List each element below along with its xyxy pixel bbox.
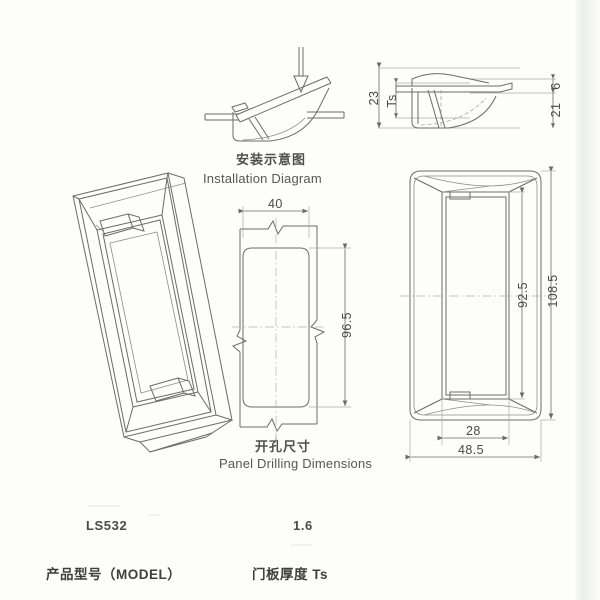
- installation-diagram-view: [204, 47, 345, 142]
- dimension-40: 40: [268, 197, 283, 211]
- panel-drilling-caption-en: Panel Drilling Dimensions: [219, 456, 373, 471]
- dimension-92-5: 92.5: [516, 282, 530, 308]
- dimension-23: 23: [367, 90, 381, 106]
- side-section-view: [376, 62, 556, 129]
- model-key-label: 产品型号（MODEL）: [46, 567, 182, 582]
- insertion-arrow-icon: [293, 47, 309, 94]
- panel-drilling-view: [232, 206, 351, 441]
- installation-caption-cn: 安装示意图: [236, 152, 307, 167]
- installation-caption-en: Installation Diagram: [203, 171, 322, 186]
- isometric-3d-view: [72, 172, 233, 453]
- scan-artifacts: [88, 505, 312, 546]
- dimension-ts: Ts: [385, 94, 399, 108]
- panel-drilling-caption-cn: 开孔尺寸: [255, 439, 312, 454]
- front-elevation-view: [400, 166, 556, 462]
- dimension-96-5: 96.5: [340, 312, 354, 338]
- dimension-6: 6: [549, 82, 563, 90]
- dimension-21: 21: [549, 102, 563, 118]
- model-value: LS532: [86, 518, 128, 533]
- thickness-key-label: 门板厚度 Ts: [252, 567, 329, 582]
- thickness-value: 1.6: [293, 518, 313, 533]
- dimension-28: 28: [466, 424, 481, 438]
- dimension-48-5: 48.5: [458, 443, 484, 457]
- dimension-108-5: 108.5: [546, 274, 560, 308]
